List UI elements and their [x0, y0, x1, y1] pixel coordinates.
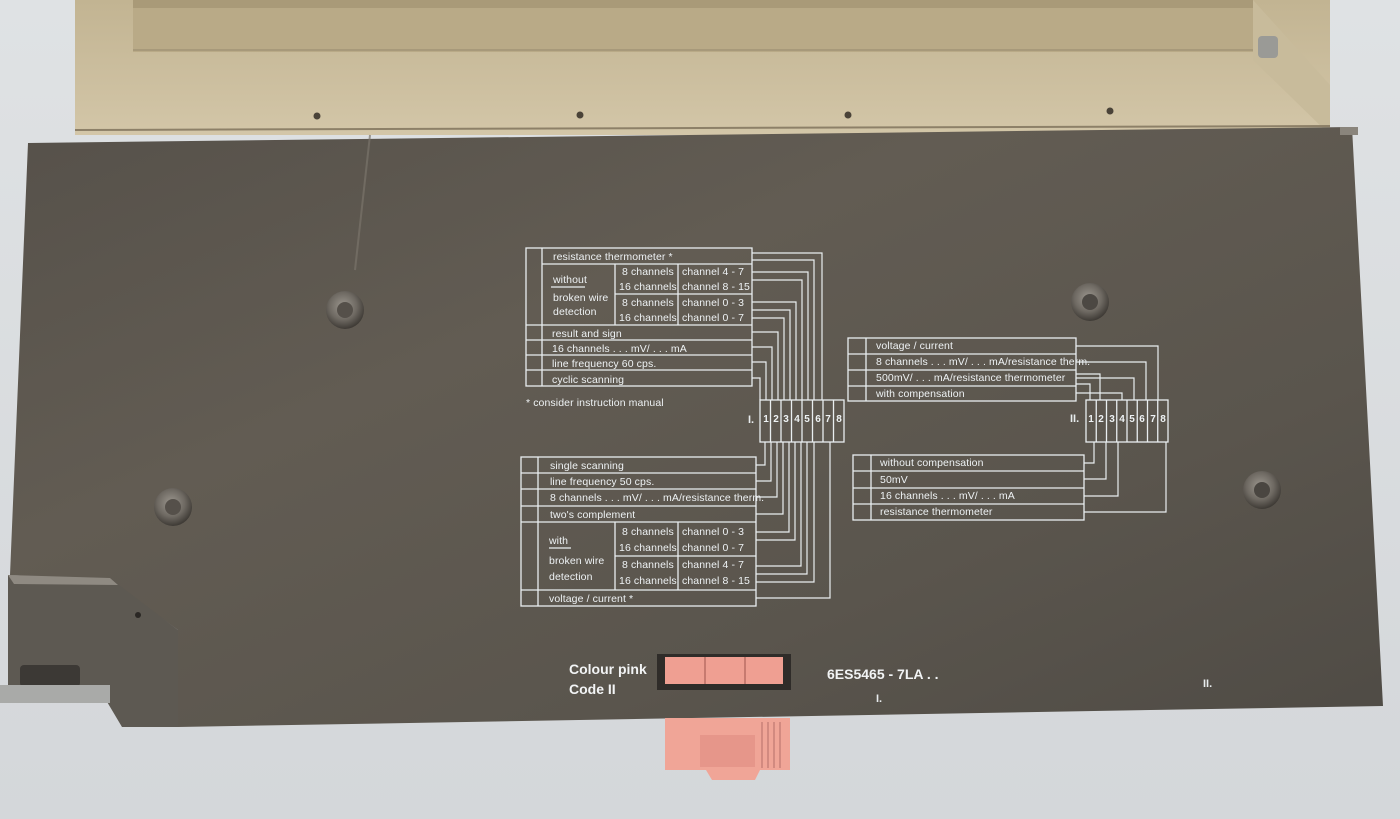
switch-number: 3 — [783, 414, 789, 425]
label-detection: detection — [553, 306, 597, 318]
switch-number: 4 — [794, 414, 800, 425]
switch-number: 7 — [825, 414, 831, 425]
label-channels: 8 channels — [622, 266, 674, 278]
switch-number: 6 — [1139, 414, 1145, 425]
table-group1-bottom — [520, 456, 757, 607]
label-line-frequency-50: line frequency 50 cps. — [550, 476, 655, 488]
label-channel-range: channel 4 - 7 — [682, 266, 745, 278]
switch-number: 3 — [1109, 414, 1115, 425]
group-label-2: II. — [1070, 413, 1080, 425]
label-channels: 8 channels — [622, 559, 674, 571]
label-with: with — [549, 535, 569, 547]
table-group1-top — [525, 247, 753, 387]
label-8-channels-mv: 8 channels . . . mV/ . . . mA/resistance… — [550, 492, 765, 504]
label-channel-range: channel 8 - 15 — [682, 281, 750, 293]
label-line-frequency-60: line frequency 60 cps. — [552, 358, 657, 370]
label-without: without — [553, 274, 587, 286]
slot-label-1: I. — [876, 693, 883, 705]
screw-icon — [1071, 283, 1109, 321]
table-group2-bottom — [852, 454, 1085, 521]
label-channels: 16 channels — [619, 281, 677, 293]
label-broken-wire: broken wire — [553, 292, 609, 304]
code-label: Code II — [569, 681, 616, 697]
label-resistance-thermometer: resistance thermometer * — [553, 251, 673, 263]
part-number: 6ES5465 - 7LA . . — [827, 666, 939, 682]
switch-number: 5 — [804, 414, 810, 425]
switch-number: 1 — [1088, 414, 1094, 425]
label-voltage-current: voltage / current — [876, 340, 953, 352]
switch-number: 1 — [763, 414, 769, 425]
switch-number: 2 — [1098, 414, 1104, 425]
label-single-scanning: single scanning — [550, 460, 624, 472]
label-50mv: 50mV — [880, 474, 908, 486]
label-channels: 16 channels — [619, 312, 677, 324]
label-resistance-thermometer: resistance thermometer — [880, 506, 993, 518]
footnote: * consider instruction manual — [526, 397, 664, 409]
switch-number: 5 — [1129, 414, 1135, 425]
dip-switch-2 — [1085, 399, 1169, 443]
switch-number: 7 — [1150, 414, 1156, 425]
label-channel-range: channel 0 - 3 — [682, 526, 745, 538]
screw-icon — [1243, 471, 1281, 509]
switch-number: 2 — [773, 414, 779, 425]
front-panel — [0, 127, 1383, 727]
label-twos-complement: two's complement — [550, 509, 636, 521]
label-8-channels-mv: 8 channels . . . mV/ . . . mA/resistance… — [876, 356, 1091, 368]
switch-number: 8 — [1160, 414, 1166, 425]
beige-housing — [74, 0, 1331, 135]
table-group2-top — [847, 337, 1077, 402]
label-channels: 8 channels — [622, 526, 674, 538]
printed-diagram — [520, 247, 1169, 607]
screw-icon — [154, 488, 192, 526]
label-channel-range: channel 0 - 7 — [682, 542, 745, 554]
label-voltage-current: voltage / current * — [549, 593, 634, 605]
wiring-group2 — [1076, 345, 1167, 513]
coding-connector — [657, 654, 791, 780]
label-result-sign: result and sign — [552, 328, 622, 340]
label-cyclic-scanning: cyclic scanning — [552, 374, 625, 386]
switch-number: 8 — [836, 414, 842, 425]
label-with-compensation: with compensation — [876, 388, 965, 400]
label-channels: 16 channels — [619, 542, 677, 554]
label-broken-wire: broken wire — [549, 555, 605, 567]
label-without-compensation: without compensation — [880, 457, 984, 469]
label-16-channels: 16 channels . . . mV/ . . . mA — [552, 343, 687, 355]
label-channels: 8 channels — [622, 297, 674, 309]
label-channel-range: channel 8 - 15 — [682, 575, 750, 587]
slot-label-2: II. — [1203, 678, 1213, 690]
label-channels: 16 channels — [619, 575, 677, 587]
switch-number: 4 — [1119, 414, 1125, 425]
screw-icon — [326, 291, 364, 329]
label-500mv: 500mV/ . . . mA/resistance thermometer — [876, 372, 1066, 384]
switch-number: 6 — [815, 414, 821, 425]
wiring-group1 — [752, 252, 831, 599]
label-channel-range: channel 0 - 7 — [682, 312, 745, 324]
label-channel-range: channel 0 - 3 — [682, 297, 745, 309]
group-label-1: I. — [748, 414, 755, 426]
label-detection: detection — [549, 571, 593, 583]
label-16-channels: 16 channels . . . mV/ . . . mA — [880, 490, 1015, 502]
colour-label: Colour pink — [569, 661, 647, 677]
label-channel-range: channel 4 - 7 — [682, 559, 745, 571]
